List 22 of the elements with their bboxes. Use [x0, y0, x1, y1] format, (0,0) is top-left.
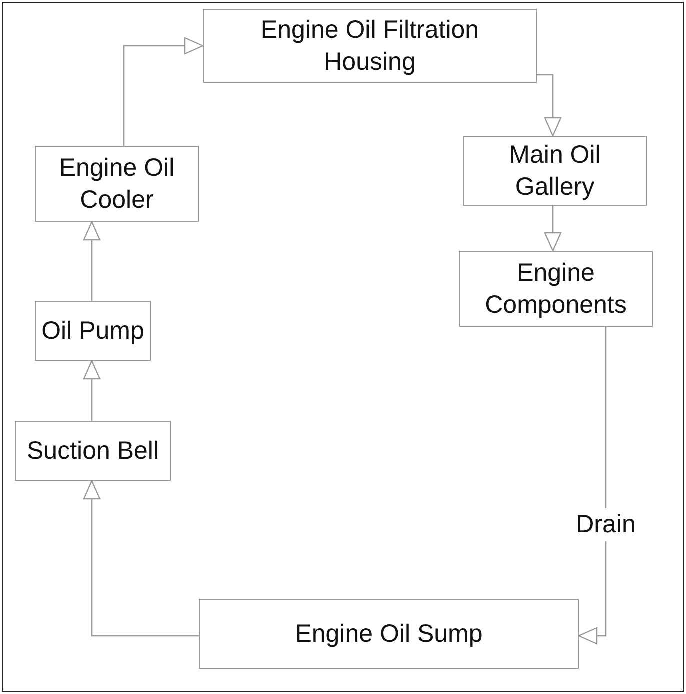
- process-box: [459, 251, 653, 327]
- process-box: [203, 9, 537, 83]
- process-box: [199, 599, 579, 669]
- node-text: Engine Oil Sump: [295, 618, 483, 650]
- arrow: [537, 74, 562, 137]
- node-text: Engine Oil Filtration Housing: [260, 14, 480, 78]
- arrow: [83, 480, 199, 637]
- node-text: Engine Oil Cooler: [58, 152, 176, 216]
- process-box: [15, 421, 171, 481]
- node-text: Oil Pump: [42, 316, 144, 347]
- arrow: [123, 37, 204, 146]
- edge-label: Drain: [576, 508, 636, 542]
- process-box: [35, 301, 151, 361]
- arrow: [544, 206, 562, 252]
- node-text: Engine Components: [484, 258, 628, 321]
- node-text: Suction Bell: [26, 436, 160, 467]
- arrow: [578, 327, 607, 645]
- process-box: [35, 146, 199, 222]
- node-text: Main Oil Gallery: [508, 140, 602, 203]
- arrow: [83, 360, 101, 421]
- process-box: [463, 136, 647, 206]
- arrow: [83, 221, 101, 301]
